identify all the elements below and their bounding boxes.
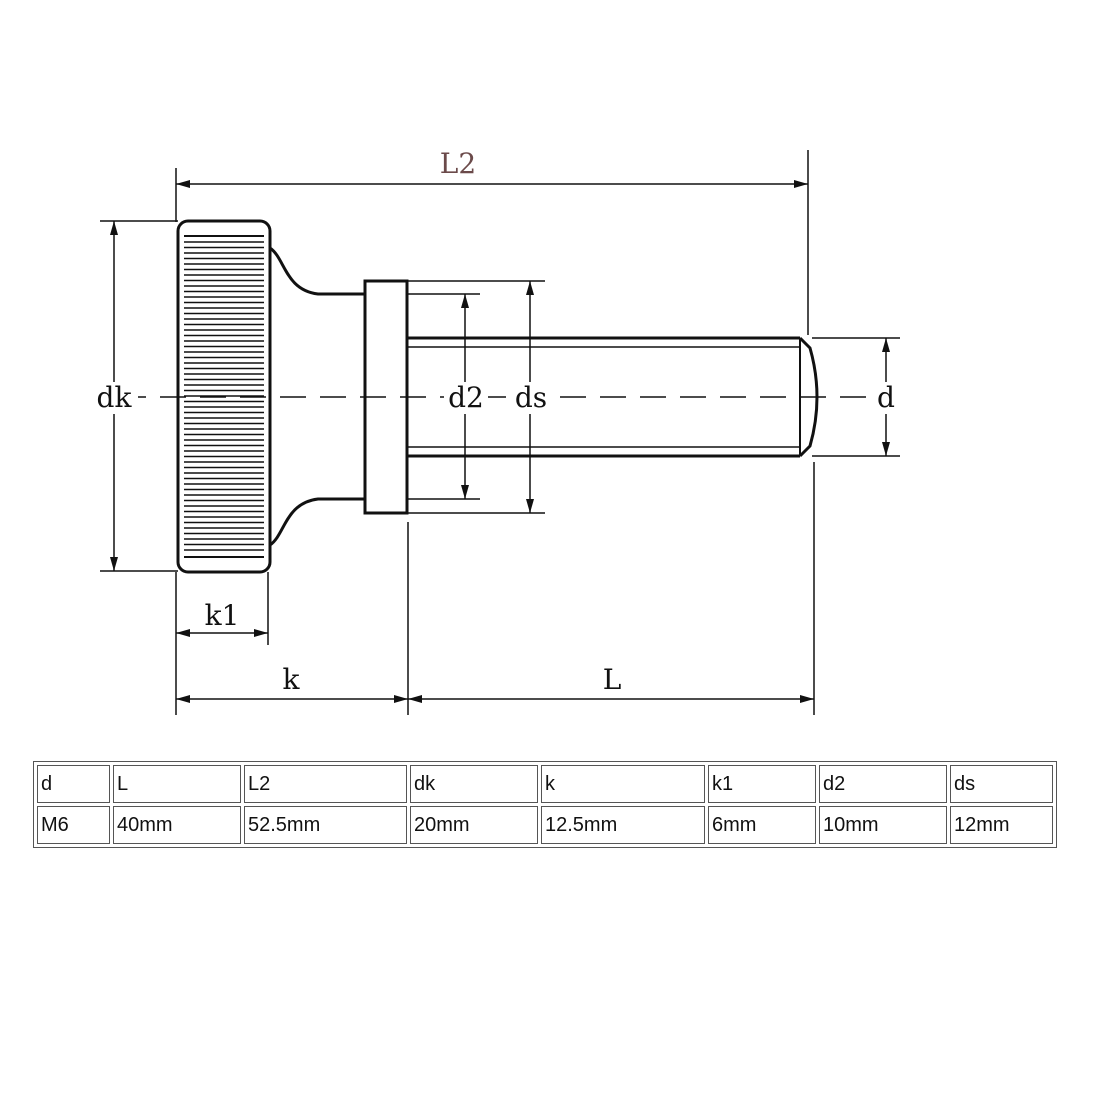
value-cell: 12mm — [950, 806, 1053, 844]
label-k1: k1 — [205, 599, 240, 632]
label-ds: ds — [515, 381, 547, 414]
value-cell: 20mm — [410, 806, 538, 844]
value-cell: M6 — [37, 806, 110, 844]
thumb-screw-drawing: L2 dk d2 — [94, 147, 904, 715]
header-cell: k1 — [708, 765, 816, 803]
value-cell: 52.5mm — [244, 806, 407, 844]
header-cell: k — [541, 765, 705, 803]
head-neck — [269, 246, 366, 547]
value-cell: 10mm — [819, 806, 947, 844]
dimension-l: L — [408, 462, 815, 715]
label-l2: L2 — [440, 147, 476, 180]
table-row: M6 40mm 52.5mm 20mm 12.5mm 6mm 10mm 12mm — [37, 806, 1053, 844]
dimension-d2: d2 — [407, 293, 488, 500]
knurl-pattern — [184, 241, 264, 551]
dimension-k1: k1 — [175, 572, 269, 715]
value-cell: 12.5mm — [541, 806, 705, 844]
label-dk: dk — [97, 381, 133, 414]
label-k: k — [283, 663, 301, 696]
table-header-row: d L L2 dk k k1 d2 ds — [37, 765, 1053, 803]
label-d: d — [877, 381, 895, 414]
label-d2: d2 — [448, 381, 484, 414]
header-cell: L — [113, 765, 241, 803]
header-cell: dk — [410, 765, 538, 803]
dimension-dk: dk — [94, 220, 178, 572]
value-cell: 40mm — [113, 806, 241, 844]
label-l: L — [603, 663, 622, 696]
dimension-k: k — [176, 522, 409, 715]
header-cell: ds — [950, 765, 1053, 803]
dimension-l2: L2 — [175, 147, 809, 335]
spec-table: d L L2 dk k k1 d2 ds M6 40mm 52.5mm 20mm… — [33, 761, 1057, 848]
dimension-d: d — [812, 337, 904, 457]
dimension-ds: ds — [407, 280, 552, 514]
header-cell: d — [37, 765, 110, 803]
header-cell: L2 — [244, 765, 407, 803]
header-cell: d2 — [819, 765, 947, 803]
value-cell: 6mm — [708, 806, 816, 844]
